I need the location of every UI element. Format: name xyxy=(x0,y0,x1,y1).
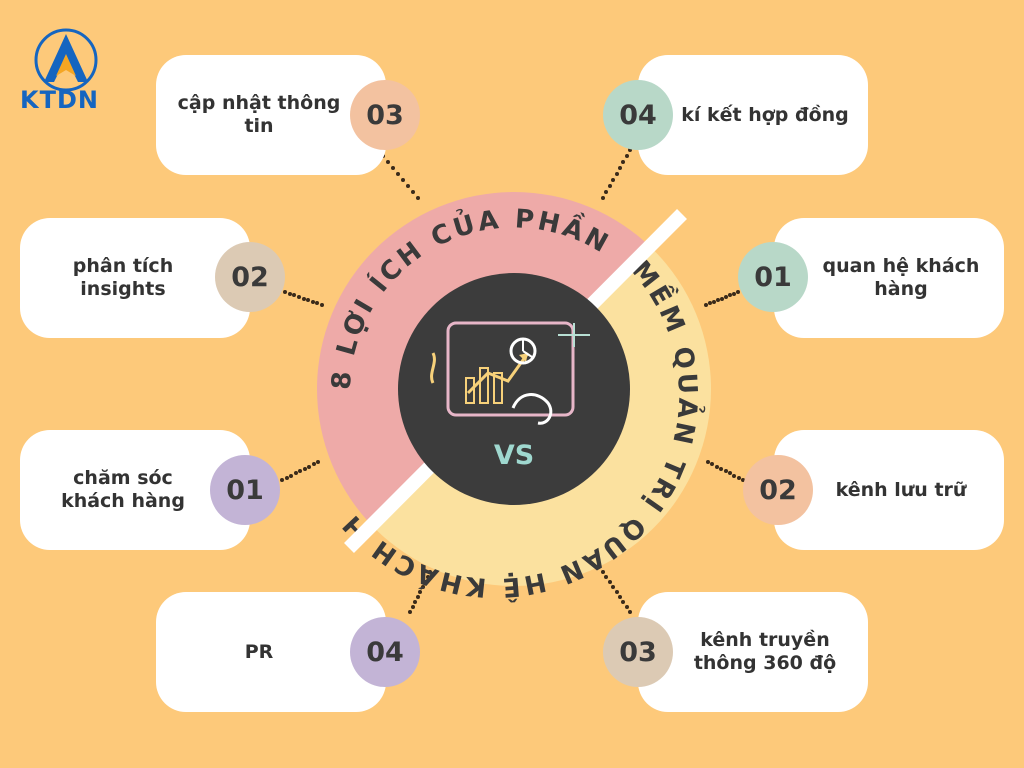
connector-dot xyxy=(280,478,284,482)
badge-left-3: 01 xyxy=(210,455,280,525)
card-text: kênh lưu trữ xyxy=(835,478,967,501)
card-right-1: kí kết hợp đồng xyxy=(638,55,868,175)
connector-dot xyxy=(416,196,420,200)
connector-dot xyxy=(607,580,612,584)
connector-dot xyxy=(310,299,315,304)
connector-dot xyxy=(621,160,626,164)
card-left-4: PR xyxy=(156,592,386,712)
connector-dot xyxy=(298,469,302,473)
card-left-2: phân tích insights xyxy=(20,218,250,338)
connector-dot xyxy=(719,466,724,471)
connector-dot xyxy=(617,166,622,170)
connector-dot xyxy=(723,469,728,473)
connector-dot xyxy=(423,580,427,584)
connector-dot xyxy=(410,605,415,609)
connector-dot xyxy=(732,291,736,296)
connector-dot xyxy=(315,301,320,306)
connector-dot xyxy=(611,178,616,182)
badge-left-1: 03 xyxy=(350,80,420,150)
connector-dot xyxy=(296,294,301,299)
logo-text: KTDN xyxy=(20,86,99,114)
connector-dot xyxy=(710,462,715,467)
card-text: phân tích insights xyxy=(72,255,174,300)
connector-dot xyxy=(425,575,430,579)
card-right-4: kênh truyền thông 360 độ xyxy=(638,592,868,712)
connector-dot xyxy=(316,460,320,464)
connector-dot xyxy=(306,298,311,303)
connector-dot xyxy=(396,172,400,176)
connector-dot xyxy=(604,190,609,194)
connector-dot xyxy=(724,294,728,299)
connector-dot xyxy=(727,471,732,476)
connector-dot xyxy=(283,290,287,294)
card-text: quan hệ khách hàng xyxy=(822,255,980,300)
connector-dot xyxy=(621,600,626,604)
badge-right-1: 04 xyxy=(603,80,673,150)
connector-dot xyxy=(712,299,716,304)
connector-dot xyxy=(418,590,422,594)
connector-dot xyxy=(320,303,324,307)
card-text: PR xyxy=(244,640,274,663)
connector-dot xyxy=(287,291,292,296)
connector-dot xyxy=(406,184,410,188)
connector-dot xyxy=(714,464,719,469)
connector-dot xyxy=(302,466,307,471)
connector-dot xyxy=(624,154,629,158)
connector-dot xyxy=(391,166,395,170)
vs-label: VS xyxy=(493,440,535,471)
connector-dot xyxy=(307,464,311,469)
connector-dot xyxy=(301,296,306,301)
badge-right-4: 03 xyxy=(603,617,673,687)
connector-dot xyxy=(408,610,412,614)
connector-dot xyxy=(614,172,619,176)
center-circle xyxy=(398,273,630,505)
connector-dot xyxy=(411,190,415,194)
connector-dot xyxy=(311,462,316,467)
ktdn-logo xyxy=(18,24,114,114)
connector-dot xyxy=(386,160,390,164)
connector-dot xyxy=(420,585,425,589)
connector-dot xyxy=(736,475,741,480)
connector-dot xyxy=(607,184,612,188)
connector-dot xyxy=(293,471,298,476)
connector-dot xyxy=(289,473,293,478)
dashboard-chart-icon xyxy=(430,321,590,425)
connector-dot xyxy=(708,301,712,306)
connector-dot xyxy=(413,600,417,604)
connector-dot xyxy=(720,296,724,301)
logo-mountain-icon xyxy=(34,28,98,92)
connector-dot xyxy=(601,196,605,200)
connector-dot xyxy=(628,610,632,614)
card-right-2: quan hệ khách hàng xyxy=(774,218,1004,338)
connector-dot xyxy=(624,605,629,609)
connector-dot xyxy=(401,178,405,182)
connector-dot xyxy=(736,290,740,294)
connector-dot xyxy=(732,473,737,478)
card-text: kí kết hợp đồng xyxy=(681,103,849,126)
connector-dot xyxy=(614,590,619,594)
connector-dot xyxy=(706,460,710,464)
connector-dot xyxy=(601,570,605,574)
connector-dot xyxy=(628,148,632,152)
card-text: chăm sóc khách hàng xyxy=(61,467,185,512)
connector-dot xyxy=(284,475,289,480)
badge-right-3: 02 xyxy=(743,455,813,525)
connector-dot xyxy=(617,595,622,599)
card-text: cập nhật thông tin xyxy=(177,92,341,137)
connector-dot xyxy=(415,595,420,599)
connector-dot xyxy=(292,293,297,298)
connector-dot xyxy=(611,585,616,589)
connector-dot xyxy=(604,575,609,579)
connector-dot xyxy=(704,303,708,307)
connector-dot xyxy=(428,570,432,574)
badge-left-4: 04 xyxy=(350,617,420,687)
connector-dot xyxy=(741,478,745,482)
card-text: kênh truyền thông 360 độ xyxy=(693,629,837,674)
connector-dot xyxy=(716,298,720,303)
card-left-1: cập nhật thông tin xyxy=(156,55,386,175)
badge-left-2: 02 xyxy=(215,242,285,312)
badge-right-2: 01 xyxy=(738,242,808,312)
connector-dot xyxy=(728,293,732,298)
